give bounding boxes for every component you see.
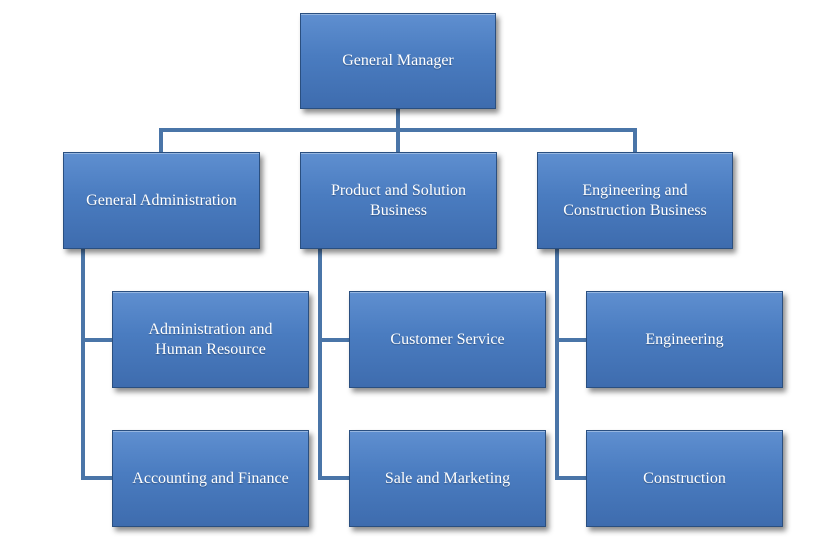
connector-dept-3-drop (633, 128, 637, 153)
connector-dept-1-spine (81, 248, 85, 479)
unit-node-accounting-finance: Accounting and Finance (112, 430, 309, 527)
connector-dept-2-unit-1 (318, 338, 351, 342)
connector-dept-1-unit-1 (81, 338, 114, 342)
department-node-general-administration: General Administration (63, 152, 260, 249)
unit-node-administration-human-resource: Administration and Human Resource (112, 291, 309, 388)
department-node-product-solution-business: Product and Solution Business (300, 152, 497, 249)
connector-root-down (396, 109, 400, 129)
connector-dept-2-drop (396, 128, 400, 153)
department-node-engineering-construction-business: Engineering and Construction Business (537, 152, 733, 249)
unit-node-engineering: Engineering (586, 291, 783, 388)
connector-dept-1-unit-2 (81, 476, 114, 480)
unit-node-sale-marketing: Sale and Marketing (349, 430, 546, 527)
connector-dept-2-spine (318, 248, 322, 479)
unit-node-customer-service: Customer Service (349, 291, 546, 388)
connector-dept-3-spine (555, 248, 559, 479)
connector-dept-3-unit-1 (555, 338, 588, 342)
connector-dept-1-drop (159, 128, 163, 153)
root-node-general-manager: General Manager (300, 13, 496, 109)
connector-dept-2-unit-2 (318, 476, 351, 480)
connector-dept-3-unit-2 (555, 476, 588, 480)
unit-node-construction: Construction (586, 430, 783, 527)
